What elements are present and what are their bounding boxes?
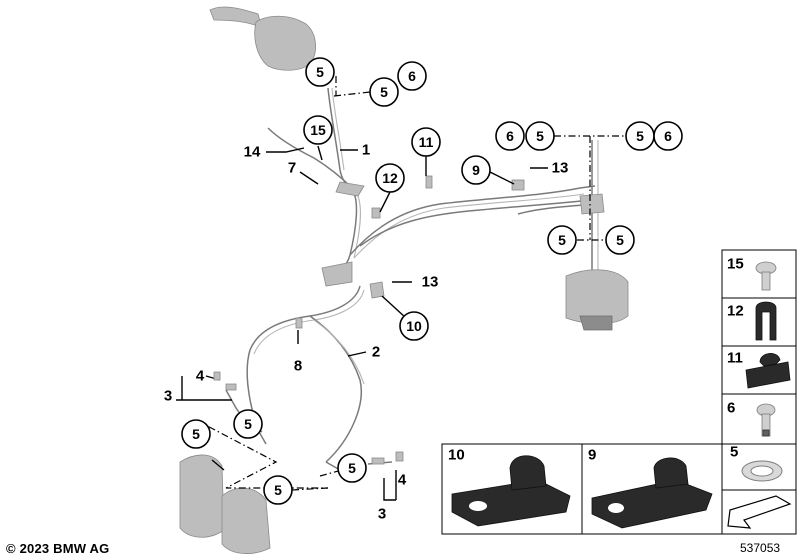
callout-10[interactable]: 10 [399,311,429,341]
label-13-lower[interactable]: 13 [422,274,439,291]
front-brake-calipers [179,454,271,554]
legend-item-12[interactable]: 12 [727,301,777,341]
callout-5-mid-b-label: 5 [616,232,624,248]
label-8[interactable]: 8 [294,358,302,375]
callout-5-right-a-label: 5 [536,128,544,144]
holder-bracket-9-icon [591,457,713,529]
callout-5-low-b[interactable]: 5 [181,419,211,449]
dash-leaders [195,76,630,491]
label-13-upper[interactable]: 13 [552,160,569,177]
legend-item-12-number: 12 [727,303,744,320]
callout-5-low-a-label: 5 [244,416,252,432]
callout-5-low-c[interactable]: 5 [337,453,367,483]
bleed-screw-icon [756,403,776,437]
callout-11-label: 11 [419,134,434,150]
label-1[interactable]: 1 [362,142,370,159]
callout-5-right-b-label: 5 [636,128,644,144]
legend-item-15[interactable]: 15 [727,256,777,291]
callout-5-low-c-label: 5 [348,460,356,476]
sealing-ring-icon [741,460,783,482]
legend-item-11-number: 11 [727,350,743,367]
legend-item-10[interactable]: 10 [448,447,571,527]
callout-10-label: 10 [406,318,422,334]
small-fittings [213,317,404,465]
solid-leaders [176,145,548,501]
label-3-right[interactable]: 3 [378,506,386,523]
callout-5-low-a[interactable]: 5 [233,409,263,439]
label-4-left[interactable]: 4 [196,368,205,385]
legend-item-10-number: 10 [448,447,465,464]
legend-item-6-number: 6 [727,400,735,417]
callout-5-mid-b[interactable]: 5 [605,225,635,255]
upper-brackets [321,175,605,299]
callout-5-low-b-label: 5 [192,426,200,442]
callout-6-top-label: 6 [408,68,416,84]
callout-9[interactable]: 9 [461,155,491,185]
legend-item-6[interactable]: 6 [727,400,776,437]
legend-item-15-number: 15 [727,256,744,273]
callout-11[interactable]: 11 [411,127,441,157]
direction-arrow-icon [727,495,792,529]
callout-6-top[interactable]: 6 [397,61,427,91]
label-3-left[interactable]: 3 [164,388,172,405]
callout-5-top-2[interactable]: 5 [369,77,399,107]
pipe-clip-icon [755,301,777,341]
torx-bolt-icon [755,261,777,291]
legend-arrow [727,495,792,529]
label-7[interactable]: 7 [288,160,296,177]
document-number: 537053 [740,541,781,555]
callout-5-top-2-label: 5 [380,84,388,100]
callout-6-right-a-label: 6 [506,128,514,144]
callout-5-top[interactable]: 5 [305,57,335,87]
double-pipe-clip-icon [745,353,791,389]
callout-5-mid-a[interactable]: 5 [547,225,577,255]
legend-item-9[interactable]: 9 [588,447,713,529]
label-2[interactable]: 2 [372,344,380,361]
callout-6-right-a[interactable]: 6 [495,121,525,151]
legend-item-5-number: 5 [730,444,738,461]
callout-5-right-a[interactable]: 5 [525,121,555,151]
parts-legend-column [721,249,797,535]
callout-12[interactable]: 12 [375,163,405,193]
brake-pipes-lower [225,285,393,471]
callout-9-label: 9 [472,162,480,178]
legend-item-5[interactable]: 5 [730,444,783,482]
holder-bracket-10-icon [451,455,571,527]
callout-6-right-b[interactable]: 6 [653,121,683,151]
callout-15[interactable]: 15 [303,115,333,145]
callout-5-right-b[interactable]: 5 [625,121,655,151]
master-cylinder-reservoir [209,6,316,71]
callout-5-mid-a-label: 5 [558,232,566,248]
callout-6-right-b-label: 6 [664,128,672,144]
label-4-right[interactable]: 4 [398,472,407,489]
abs-hydraulic-unit [565,269,629,331]
callout-15-label: 15 [310,122,326,138]
callout-12-label: 12 [382,170,398,186]
legend-item-11[interactable]: 11 [727,350,791,389]
callout-5-top-label: 5 [316,64,324,80]
callout-5-low-d[interactable]: 5 [263,475,293,505]
legend-item-9-number: 9 [588,447,596,464]
callout-5-low-d-label: 5 [274,482,282,498]
label-14[interactable]: 14 [244,144,261,161]
copyright-notice: © 2023 BMW AG [6,541,110,556]
